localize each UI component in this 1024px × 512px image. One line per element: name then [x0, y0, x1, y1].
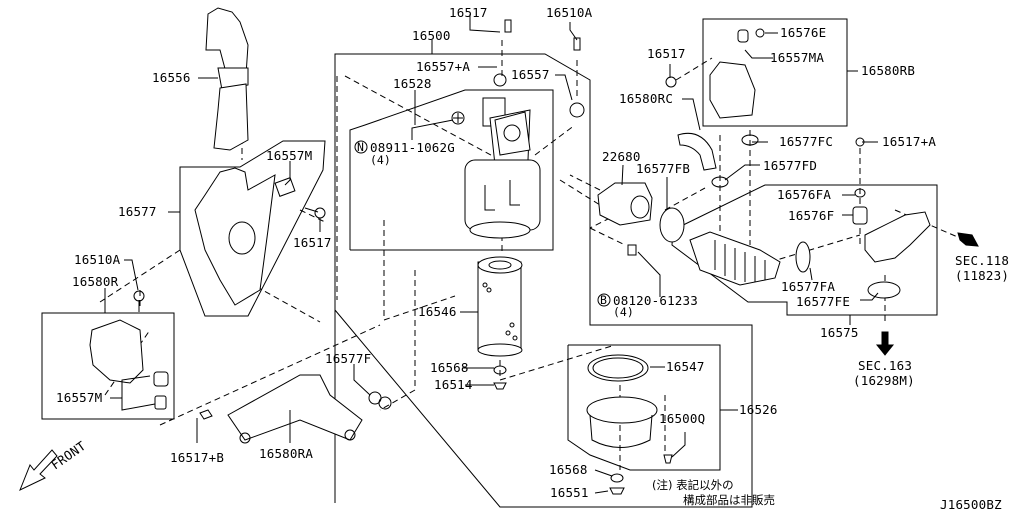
- label-16580RA: 16580RA: [259, 446, 313, 461]
- arrow-sec163: [875, 331, 895, 356]
- group-outline-16528: [349, 89, 554, 251]
- label-16517B: 16517+B: [170, 450, 224, 465]
- part-16580R-bracket: [89, 290, 169, 410]
- label-16568-bottom: 16568: [549, 462, 588, 477]
- note-line-1: (注) 表記以外の: [652, 478, 734, 492]
- part-16546-filter-element: [477, 256, 523, 390]
- part-16556-duct: [205, 7, 249, 151]
- part-16526-lower-case: [586, 354, 673, 495]
- label-16551: 16551: [550, 485, 589, 500]
- label-16517-top: 16517: [449, 5, 488, 20]
- label-16557MA: 16557MA: [770, 50, 824, 65]
- label-16517A: 16517+A: [882, 134, 936, 149]
- label-08911-group: N 08911-1062G (4): [354, 140, 455, 167]
- label-16580RB: 16580RB: [861, 63, 915, 78]
- label-16580R: 16580R: [72, 274, 119, 289]
- label-16557M-bottom: 16557M: [56, 390, 102, 405]
- note-line-2: 構成部品は非販売: [683, 493, 775, 507]
- label-sec163: SEC.163: [858, 358, 912, 373]
- part-air-duct: [689, 231, 811, 286]
- label-16517-right: 16517: [647, 46, 686, 61]
- bolt-prefix-B: B: [600, 293, 607, 307]
- label-16577FB: 16577FB: [636, 161, 690, 176]
- label-16576F: 16576F: [788, 208, 834, 223]
- label-08120-61233: 08120-61233: [613, 293, 698, 308]
- label-sec118-sub: (11823): [955, 268, 1009, 283]
- label-16547: 16547: [666, 359, 705, 374]
- front-label: FRONT: [48, 438, 88, 473]
- label-16528: 16528: [393, 76, 432, 91]
- label-16576E: 16576E: [780, 25, 826, 40]
- label-16575: 16575: [820, 325, 859, 340]
- part-16577-housing: [194, 167, 326, 306]
- label-22680: 22680: [602, 149, 641, 164]
- arrow-sec118: [957, 232, 979, 247]
- diagram-code: J16500BZ: [940, 497, 1002, 512]
- label-16546: 16546: [418, 304, 457, 319]
- label-16517-left: 16517: [293, 235, 332, 250]
- label-16577FD: 16577FD: [763, 158, 817, 173]
- nut-prefix-N: N: [357, 140, 364, 154]
- label-16580RC: 16580RC: [619, 91, 673, 106]
- label-16514: 16514: [434, 377, 473, 392]
- part-16580RA-bracket: [199, 374, 392, 444]
- label-08911-1062G: 08911-1062G: [370, 140, 455, 155]
- part-16575-cleaner: [852, 188, 931, 299]
- group-outline-16526: [567, 344, 721, 471]
- label-16577FE: 16577FE: [796, 294, 850, 309]
- label-16557: 16557: [511, 67, 550, 82]
- label-16557A: 16557+A: [416, 59, 470, 74]
- label-16577: 16577: [118, 204, 157, 219]
- label-16500Q: 16500Q: [659, 411, 705, 426]
- leader-lines: [104, 14, 879, 494]
- label-16500: 16500: [412, 28, 451, 43]
- label-16576FA: 16576FA: [777, 187, 831, 202]
- label-16577FC: 16577FC: [779, 134, 833, 149]
- group-outline-16577: [179, 140, 326, 317]
- label-sec118: SEC.118: [955, 253, 1009, 268]
- label-16557M-top: 16557M: [266, 148, 312, 163]
- label-16510A-left: 16510A: [74, 252, 121, 267]
- label-16556: 16556: [152, 70, 191, 85]
- part-16580RC-hose: [677, 132, 865, 188]
- part-16580RB-resonator: [665, 28, 765, 119]
- group-outline-16580RB: [702, 18, 848, 127]
- front-arrow-icon: [19, 449, 58, 492]
- group-outline-16500: [334, 53, 753, 508]
- part-22680-maf-sensor: [597, 182, 685, 256]
- group-outline-16580R: [41, 312, 175, 420]
- label-sec163-sub: (16298M): [853, 373, 915, 388]
- label-16526: 16526: [739, 402, 778, 417]
- label-08120-qty: (4): [613, 305, 634, 319]
- part-16528-upper-case: [451, 19, 585, 239]
- label-16577F: 16577F: [325, 351, 371, 366]
- label-16568-mid: 16568: [430, 360, 469, 375]
- label-16577FA: 16577FA: [781, 279, 835, 294]
- label-16510A-top: 16510A: [546, 5, 593, 20]
- label-08120-group: B 08120-61233 (4): [597, 293, 698, 319]
- group-outline-16575: [671, 184, 938, 316]
- label-08911-qty: (4): [370, 153, 391, 167]
